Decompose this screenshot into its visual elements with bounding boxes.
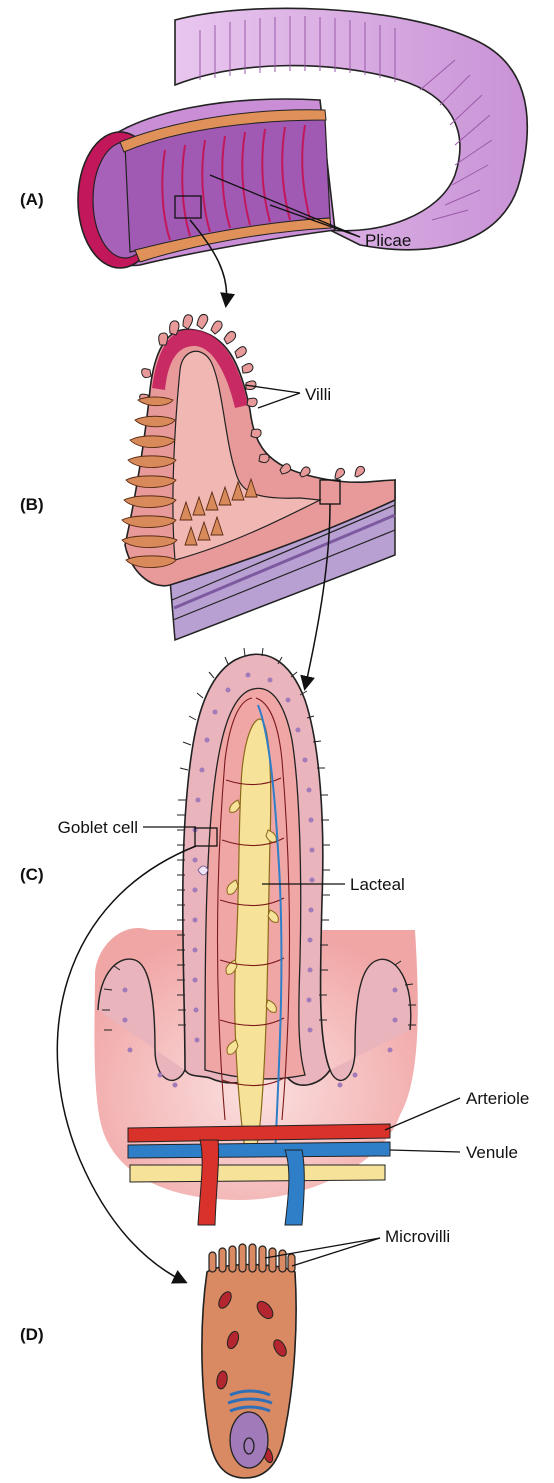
villi-cluster [122,397,177,568]
nucleus [230,1412,268,1468]
label-lacteal: Lacteal [350,875,405,894]
label-arteriole: Arteriole [466,1089,529,1108]
lacteal-base [130,1165,385,1182]
panel-label-a: (A) [20,190,44,209]
panel-label-c: (C) [20,865,44,884]
panel-a-intestine: Plicae (A) [20,8,527,305]
venule-horizontal [128,1142,390,1158]
label-villi: Villi [305,385,331,404]
panel-c-villus: Goblet cell Lacteal Arteriole Venule (C) [20,648,529,1282]
label-microvilli: Microvilli [385,1227,450,1246]
label-venule: Venule [466,1143,518,1162]
panel-b-villi: Villi (B) [20,314,395,688]
panel-label-d: (D) [20,1325,44,1344]
microvilli [209,1244,295,1272]
panel-d-cell: Microvilli (D) [20,1227,450,1478]
label-goblet-cell: Goblet cell [58,818,138,837]
panel-label-b: (B) [20,495,44,514]
label-plicae: Plicae [365,231,411,250]
